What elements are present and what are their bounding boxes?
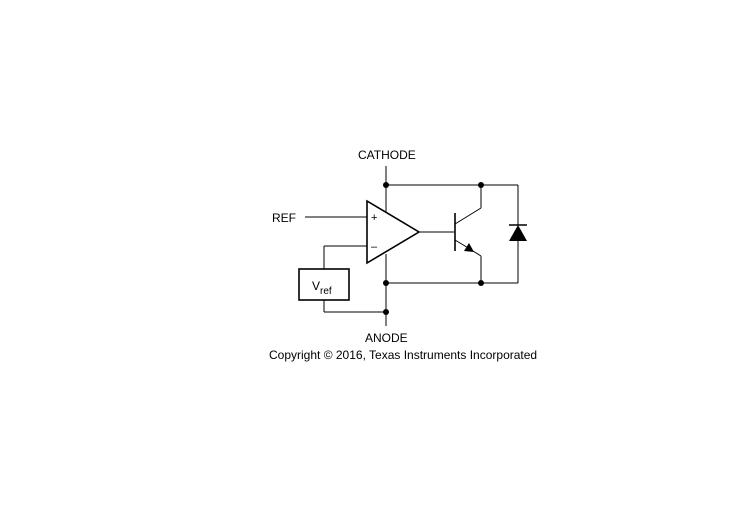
copyright-notice: Copyright © 2016, Texas Instruments Inco… — [269, 348, 537, 362]
protection-diode — [509, 185, 527, 283]
cathode-rail — [383, 166, 518, 212]
vref-source: Vref — [298, 268, 350, 301]
inverting-input-wire — [323, 245, 367, 269]
op-amp: + – — [366, 199, 421, 265]
vref-main: V — [312, 279, 320, 293]
non-inverting-input-sign: + — [371, 212, 377, 224]
cathode-label: CATHODE — [358, 148, 416, 162]
vref-subscript: ref — [320, 286, 332, 297]
anode-junction — [383, 280, 389, 286]
cathode-junction — [383, 182, 389, 188]
ref-label: REF — [272, 211, 296, 225]
vref-return-wire — [323, 300, 386, 313]
npn-transistor — [454, 185, 482, 283]
inverting-input-sign: – — [371, 241, 378, 253]
vref-label: Vref — [312, 279, 332, 297]
emitter-arrow — [464, 243, 474, 252]
anode-label: ANODE — [365, 331, 408, 345]
anode-rail — [383, 254, 518, 326]
